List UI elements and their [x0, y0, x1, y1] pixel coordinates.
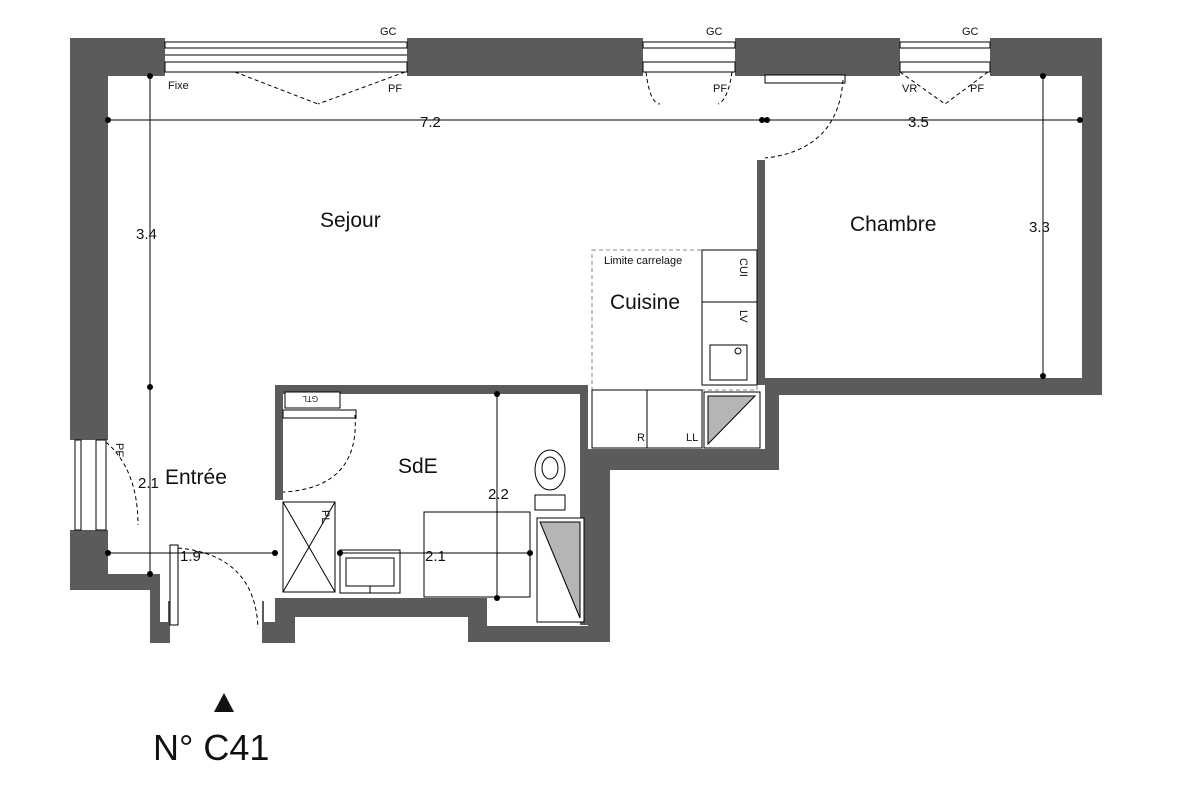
wall-sde-left: [275, 385, 283, 500]
door-opening-entree: [170, 601, 262, 643]
dim-chambre-height: 3.3: [1029, 219, 1050, 236]
label-pf-2: PF: [713, 83, 727, 95]
door-chambre: [764, 74, 846, 159]
dim-entree-height: 2.1: [138, 475, 159, 492]
unit-number: N° C41: [153, 727, 269, 768]
door-entree: [169, 544, 259, 629]
room-label-sde: SdE: [398, 455, 438, 478]
gtl-panel: [284, 391, 341, 409]
window-frame-2: [642, 41, 736, 105]
label-gtl: GTL: [302, 394, 318, 403]
room-label-sejour: Sejour: [320, 209, 381, 232]
label-pl: PL: [319, 510, 331, 523]
dim-chambre-width: 3.5: [908, 114, 929, 131]
dimension-lines: [105, 73, 1083, 601]
wall-sde-top: [275, 385, 588, 394]
dim-sejour-width: 7.2: [420, 114, 441, 131]
label-fixe: Fixe: [168, 80, 189, 92]
dim-entree-width: 1.9: [180, 548, 201, 565]
room-label-entree: Entrée: [165, 466, 227, 489]
label-limite-carrelage: Limite carrelage: [604, 255, 682, 267]
bathroom-sink: [345, 557, 395, 587]
wall-sde-right: [580, 385, 588, 625]
door-sde: [282, 409, 357, 493]
kitchen-sink: [709, 344, 748, 381]
toilet: [534, 449, 566, 511]
dim-sde-height: 2.2: [488, 486, 509, 503]
wall-chambre-partition: [757, 160, 765, 385]
label-r: R: [637, 432, 645, 444]
room-label-chambre: Chambre: [850, 213, 936, 236]
label-gc-2: GC: [706, 26, 723, 38]
window-frame-1: [164, 41, 408, 105]
label-cui: CUI: [737, 258, 749, 277]
dim-sejour-height: 3.4: [136, 226, 157, 243]
label-gc-1: GC: [380, 26, 397, 38]
window-frame-entree: [74, 439, 139, 531]
kitchen-tap: [734, 347, 742, 355]
label-pf-1: PF: [388, 83, 402, 95]
window-frame-3: [899, 41, 991, 105]
north-arrow-icon: [214, 693, 234, 712]
label-vr: VR: [902, 83, 917, 95]
bathroom-storage: [423, 511, 531, 598]
label-ll: LL: [686, 432, 698, 444]
label-lv: LV: [737, 310, 749, 323]
room-label-cuisine: Cuisine: [610, 291, 680, 314]
wc-duct: [539, 521, 581, 619]
label-pf-3: PF: [970, 83, 984, 95]
label-pf-entree: PF: [113, 443, 125, 457]
label-gc-3: GC: [962, 26, 979, 38]
kitchen-duct: [707, 395, 757, 446]
dim-sde-width: 2.1: [425, 548, 446, 565]
